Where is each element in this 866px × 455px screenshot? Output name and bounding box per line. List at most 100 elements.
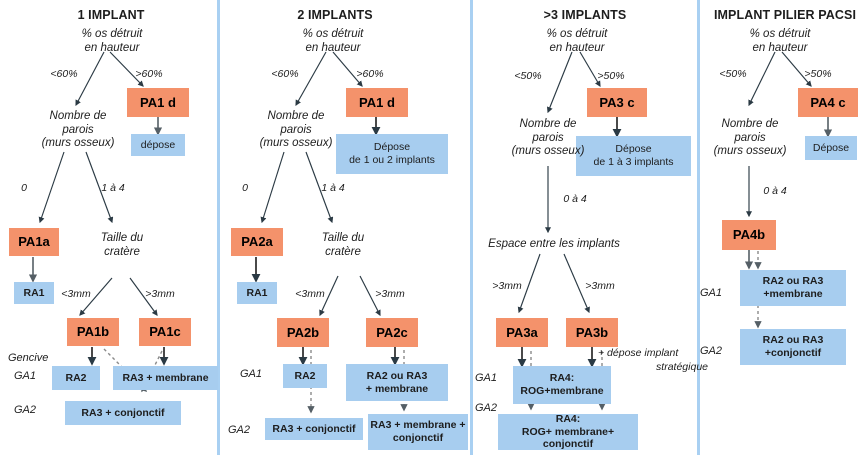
decision-crater-line-1: Taille du — [321, 232, 365, 244]
ra2-ra3-line-1: RA2 ou RA3 — [366, 369, 428, 382]
box-pa2b[interactable]: PA2b — [277, 318, 329, 347]
edge-label-gt60-col2: >60% — [356, 68, 384, 80]
box-ra2-ra3-membrane-col2[interactable]: RA2 ou RA3 + membrane — [346, 364, 448, 401]
decision-line-2: en hauteur — [549, 41, 605, 54]
box-pa4c[interactable]: PA4 c — [798, 88, 858, 117]
edge-label-gt50-col4: >50% — [804, 68, 832, 80]
box-depose-1[interactable]: dépose — [131, 134, 185, 156]
edge-label-space-right-gt3: >3mm — [585, 280, 615, 292]
ra4c-line-2: ROG+ membrane+ conjonctif — [521, 425, 615, 451]
box-ra3-conjonctif-col1[interactable]: RA3 + conjonctif — [65, 401, 181, 425]
column-divider-3 — [697, 0, 700, 455]
edge-label-walls-0a4-col3: 0 à 4 — [563, 193, 587, 205]
box-ra3-membrane-col1[interactable]: RA3 + membrane — [113, 366, 218, 390]
box-ra1-1[interactable]: RA1 — [14, 282, 54, 304]
ra4-line-2: ROG+membrane — [520, 385, 604, 397]
ra2-ra3-c-line-1: RA2 ou RA3 — [762, 334, 824, 347]
decision-walls-1: Nombre de parois (murs osseux) — [20, 110, 136, 151]
edge-label-lt50-col4: <50% — [719, 68, 747, 80]
decision-walls-line-2: parois — [280, 123, 312, 136]
edge-label-walls-1a4: 1 à 4 — [101, 182, 125, 194]
box-pa1b[interactable]: PA1b — [67, 318, 119, 346]
depose-line-2: de 1 ou 2 implants — [349, 154, 435, 166]
side-label-ga1-col4: GA1 — [700, 287, 723, 299]
box-pa1d-col2[interactable]: PA1 d — [346, 88, 408, 117]
side-label-ga1-col1: GA1 — [14, 370, 37, 382]
column-title-gt3-implants: >3 IMPLANTS — [543, 8, 627, 22]
side-label-gencive: Gencive — [8, 352, 49, 364]
box-ra2-ra3-conjonctif-col4[interactable]: RA2 ou RA3 +conjonctif — [740, 329, 846, 365]
decision-walls-2: Nombre de parois (murs osseux) — [238, 110, 354, 151]
box-pa2c[interactable]: PA2c — [366, 318, 418, 347]
ra2-ra3-c-line-2: +conjonctif — [764, 347, 822, 359]
box-pa3b[interactable]: PA3b — [566, 318, 618, 347]
ra2-ra3-m-line-2: +membrane — [763, 288, 823, 300]
column-title-2-implants: 2 IMPLANTS — [297, 8, 373, 22]
box-pa1d[interactable]: PA1 d — [127, 88, 189, 117]
decision-line-1: % os détruit — [546, 28, 608, 40]
box-pa3c[interactable]: PA3 c — [587, 88, 647, 117]
decision-walls-line-1: Nombre de — [721, 118, 779, 130]
box-ra3-membrane-conjonctif-col2[interactable]: RA3 + membrane + conjonctif — [368, 414, 468, 450]
box-pa2a[interactable]: PA2a — [231, 228, 283, 256]
annot-line-2: stratégique — [656, 360, 708, 373]
box-ra1-col2[interactable]: RA1 — [237, 282, 277, 304]
edge-label-crater-lt3: <3mm — [61, 288, 91, 300]
box-pa4b[interactable]: PA4b — [722, 220, 776, 250]
box-ra3-conjonctif-col2[interactable]: RA3 + conjonctif — [265, 418, 363, 440]
box-ra2-ra3-membrane-col4[interactable]: RA2 ou RA3 +membrane — [740, 270, 846, 306]
depose-line-1: Dépose — [373, 141, 411, 154]
box-ra4-rog-membrane-conjonctif[interactable]: RA4: ROG+ membrane+ conjonctif — [498, 413, 638, 451]
side-label-ga2-col1: GA2 — [14, 404, 37, 416]
edge-label-space-left-gt3: >3mm — [492, 280, 522, 292]
edge-label-lt60: <60% — [50, 68, 78, 80]
box-pa1c[interactable]: PA1c — [139, 318, 191, 346]
decision-line-1: % os détruit — [81, 28, 143, 40]
decision-line-1: % os détruit — [302, 28, 364, 40]
box-ra2-col2[interactable]: RA2 — [283, 364, 327, 388]
decision-crater-line-2: cratère — [104, 245, 140, 258]
decision-line-2: en hauteur — [84, 41, 140, 54]
decision-line-1: % os détruit — [749, 28, 811, 40]
edge-label-crater-gt3-col2: >3mm — [375, 288, 405, 300]
box-depose-col4[interactable]: Dépose — [805, 136, 857, 160]
box-ra4-rog-membrane[interactable]: RA4: ROG+membrane — [513, 366, 611, 404]
depose-line-1: Dépose — [615, 143, 652, 156]
decision-walls-line-2: parois — [734, 131, 766, 144]
box-pa1a[interactable]: PA1a — [9, 228, 59, 256]
decision-walls-line-3: (murs osseux) — [713, 145, 787, 158]
ra3-mc-line-2: conjonctif — [392, 432, 444, 444]
box-depose-1-to-3-implants[interactable]: Dépose de 1 à 3 implants — [576, 136, 691, 176]
ra4c-line-1: RA4: — [555, 413, 581, 426]
box-ra2-col1[interactable]: RA2 — [52, 366, 100, 390]
edge-label-lt50-col3: <50% — [514, 70, 542, 82]
decision-walls-4: Nombre de parois (murs osseux) — [692, 118, 808, 159]
decision-walls-line-1: Nombre de — [519, 118, 577, 130]
box-depose-1-or-2-implants[interactable]: Dépose de 1 ou 2 implants — [336, 134, 448, 174]
decision-walls-line-3: (murs osseux) — [41, 137, 115, 150]
column-title-1-implant: 1 IMPLANT — [77, 8, 145, 22]
box-pa3a[interactable]: PA3a — [496, 318, 548, 347]
decision-line-2: en hauteur — [752, 41, 808, 54]
decision-space-between-implants: Espace entre les implants — [488, 238, 620, 250]
edge-label-lt60-col2: <60% — [271, 68, 299, 80]
ra2-ra3-m-line-1: RA2 ou RA3 — [762, 275, 824, 288]
annot-line-1: + dépose implant — [598, 347, 679, 359]
side-label-ga2-col4: GA2 — [700, 345, 723, 357]
side-label-ga1-col3: GA1 — [475, 372, 498, 384]
decision-crater-1: Taille du cratère — [82, 232, 162, 259]
decision-walls-line-2: parois — [532, 131, 564, 144]
side-label-ga2-col2: GA2 — [228, 424, 251, 436]
edge-label-crater-gt3: >3mm — [145, 288, 175, 300]
edge-label-walls-0-col2: 0 — [242, 182, 248, 194]
decision-crater-line-2: cratère — [325, 245, 361, 258]
decision-walls-line-1: Nombre de — [49, 110, 107, 122]
decision-bone-loss-1: % os détruit en hauteur — [62, 28, 162, 55]
decision-walls-3: Nombre de parois (murs osseux) — [490, 118, 606, 159]
ra4-line-1: RA4: — [549, 372, 575, 385]
decision-line-2: en hauteur — [305, 41, 361, 54]
column-divider-1 — [217, 0, 220, 455]
depose-line-2: de 1 à 3 implants — [593, 156, 674, 168]
column-title-implant-pilier-pacsi: IMPLANT PILIER PACSI — [713, 8, 857, 22]
